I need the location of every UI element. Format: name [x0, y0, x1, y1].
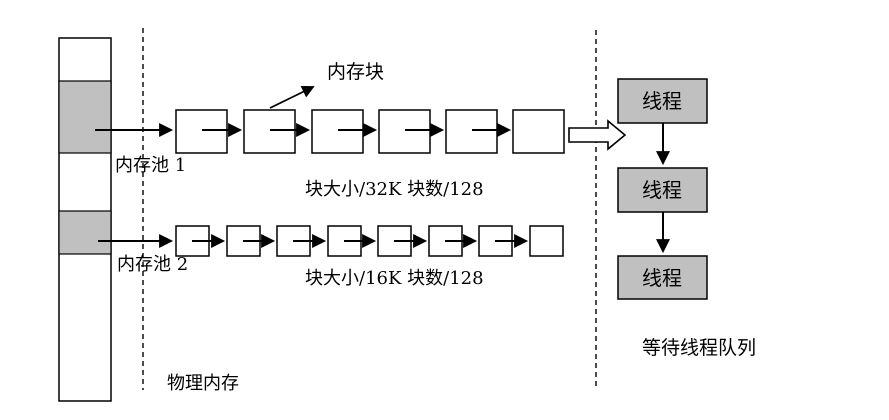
memory-block — [529, 225, 564, 257]
memory-block — [512, 109, 565, 154]
thread-label-2: 线程 — [642, 178, 682, 202]
thread-box-3 — [617, 255, 708, 300]
pool1-chain — [175, 109, 565, 154]
memory-block — [175, 109, 228, 154]
thread-label-1: 线程 — [642, 89, 682, 113]
memory-block — [311, 109, 364, 154]
thread-label-3: 线程 — [642, 266, 682, 290]
memory-segment-gray-1 — [58, 80, 112, 154]
memory-block — [445, 109, 498, 154]
memory-block — [378, 109, 431, 154]
block-arrow-to-queue — [568, 119, 627, 151]
memory-block — [243, 109, 296, 154]
pool1-label: 内存池 1 — [115, 155, 186, 176]
thread-box-1 — [617, 78, 708, 124]
memory-block-pointer-arrow — [269, 86, 315, 109]
pool1-spec-label: 块大小/32K 块数/128 — [305, 179, 484, 200]
thread-queue: 线程 线程 线程 — [617, 78, 708, 300]
waiting-thread-queue-label: 等待线程队列 — [642, 337, 756, 359]
physical-memory-label: 物理内存 — [167, 373, 239, 394]
memory-segment-gray-2 — [58, 210, 112, 255]
pool2-label: 内存池 2 — [117, 254, 188, 275]
physical-memory-column — [58, 37, 112, 402]
thread-box-2 — [617, 167, 708, 213]
pool2-spec-label: 块大小/16K 块数/128 — [305, 268, 484, 289]
memory-block-label: 内存块 — [327, 61, 384, 83]
